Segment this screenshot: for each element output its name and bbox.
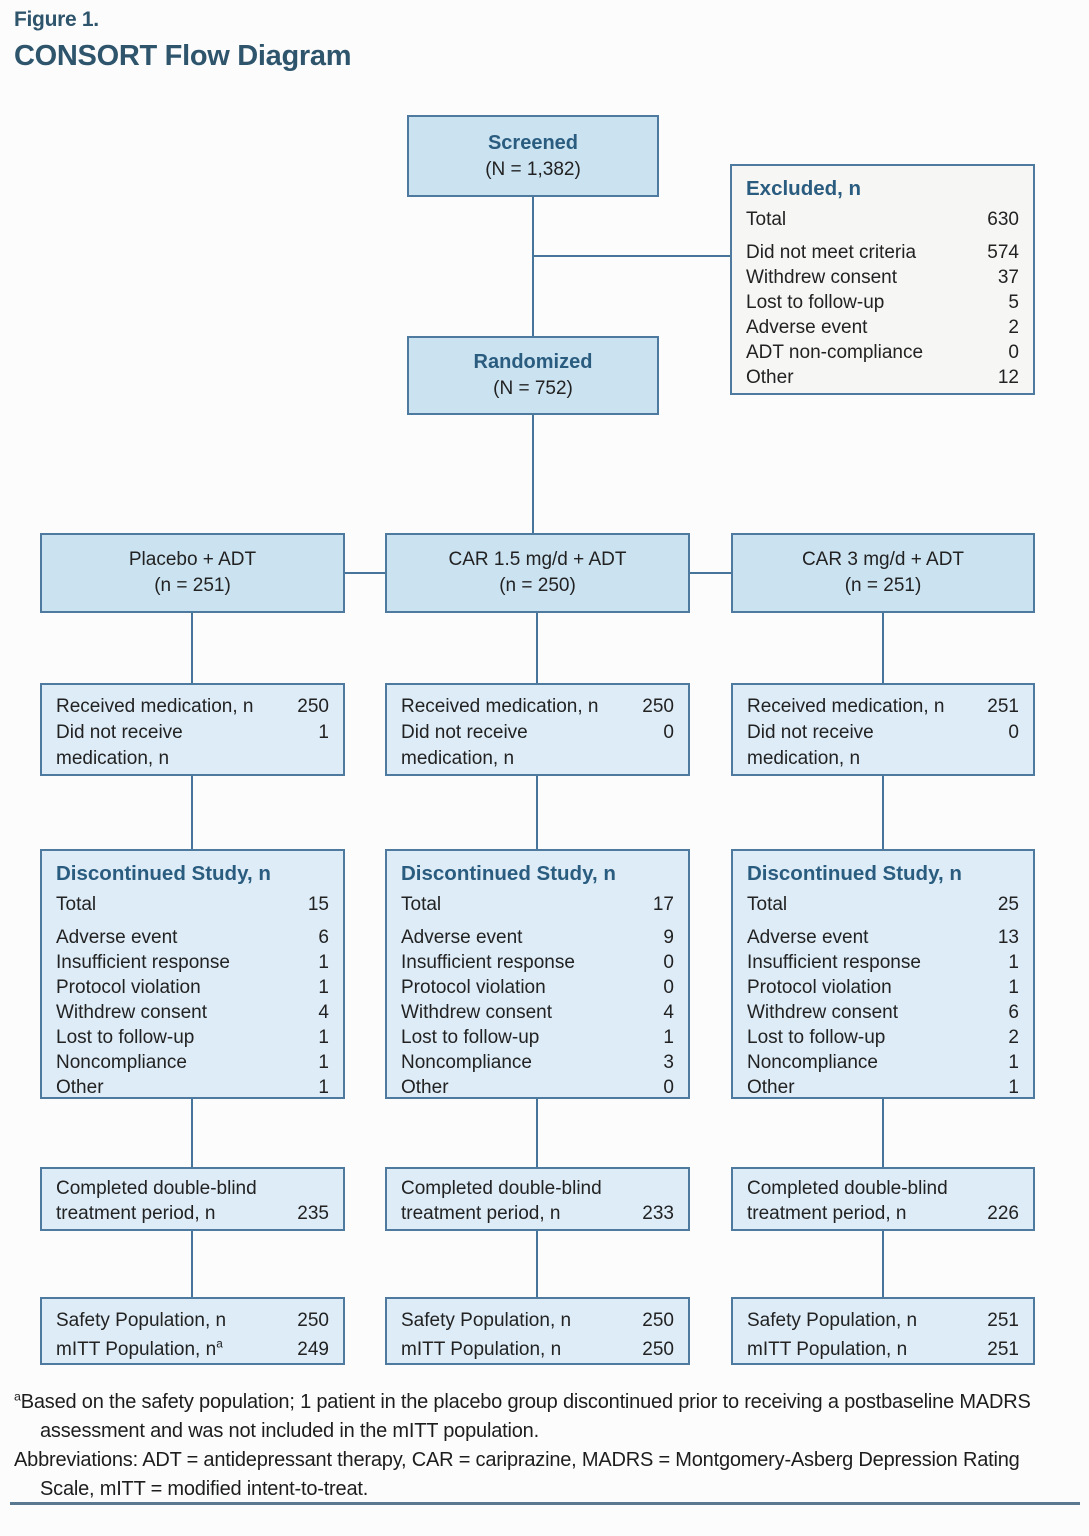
stat-row: Withdrew consent 37 bbox=[746, 267, 1019, 288]
stat-row: Noncompliance 1 bbox=[747, 1052, 1019, 1073]
stat-row: Did not receive medication, n 1 bbox=[56, 722, 329, 769]
stat-row: mITT Population, n 250 bbox=[401, 1339, 674, 1360]
connector-line bbox=[882, 1230, 884, 1298]
stat-row: Withdrew consent 4 bbox=[56, 1002, 329, 1023]
connector-line bbox=[882, 612, 884, 684]
stat-row: Adverse event 6 bbox=[56, 927, 329, 948]
population-box-car-3: Safety Population, n 251 mITT Population… bbox=[731, 1297, 1035, 1365]
connector-line bbox=[536, 612, 538, 684]
stat-row: Did not receive medication, n 0 bbox=[401, 722, 674, 769]
stat-row: Received medication, n 251 bbox=[747, 696, 1019, 717]
connector-line bbox=[191, 1098, 193, 1168]
stat-row: Safety Population, n 250 bbox=[401, 1310, 674, 1331]
stat-row: Total 630 bbox=[746, 209, 1019, 230]
stat-row: Protocol violation 1 bbox=[747, 977, 1019, 998]
stat-row: Lost to follow-up 2 bbox=[747, 1027, 1019, 1048]
stat-row: Withdrew consent 6 bbox=[747, 1002, 1019, 1023]
stat-row: Insufficient response 0 bbox=[401, 952, 674, 973]
stat-row: Safety Population, n 251 bbox=[747, 1310, 1019, 1331]
stat-row: Adverse event 13 bbox=[747, 927, 1019, 948]
stat-row: Insufficient response 1 bbox=[747, 952, 1019, 973]
received-box-placebo: Received medication, n 250 Did not recei… bbox=[40, 683, 345, 776]
discontinued-box-car-1-5: Discontinued Study, n Total 17 Adverse e… bbox=[385, 849, 690, 1099]
connector-line bbox=[532, 196, 534, 337]
stat-row: Received medication, n 250 bbox=[401, 696, 674, 717]
stat-row: Lost to follow-up 1 bbox=[56, 1027, 329, 1048]
stat-row: Completed double-blind bbox=[401, 1178, 602, 1199]
connector-line bbox=[536, 1230, 538, 1298]
randomized-box: Randomized (N = 752) bbox=[407, 336, 659, 415]
stat-row: mITT Population, na 249 bbox=[56, 1337, 329, 1360]
page-title: CONSORT Flow Diagram bbox=[14, 40, 352, 72]
stat-row: treatment period, n 233 bbox=[401, 1203, 674, 1224]
arm-box-car-3: CAR 3 mg/d + ADT (n = 251) bbox=[731, 533, 1035, 613]
completed-box-car-1-5: Completed double-blind treatment period,… bbox=[385, 1167, 690, 1231]
stat-row: Lost to follow-up 5 bbox=[746, 292, 1019, 313]
stat-row: Protocol violation 1 bbox=[56, 977, 329, 998]
completed-box-car-3: Completed double-blind treatment period,… bbox=[731, 1167, 1035, 1231]
connector-line bbox=[191, 775, 193, 850]
screened-box: Screened (N = 1,382) bbox=[407, 115, 659, 197]
stat-row: Total 15 bbox=[56, 894, 329, 915]
screened-n: (N = 1,382) bbox=[485, 158, 581, 180]
stat-row: Other 1 bbox=[747, 1077, 1019, 1098]
footnote-abbreviations: Abbreviations: ADT = antidepressant ther… bbox=[14, 1449, 1020, 1500]
stat-row: Did not meet criteria 574 bbox=[746, 242, 1019, 263]
stat-row: Noncompliance 1 bbox=[56, 1052, 329, 1073]
bottom-divider bbox=[10, 1502, 1080, 1505]
screened-title: Screened bbox=[487, 131, 579, 154]
received-box-car-1-5: Received medication, n 250 Did not recei… bbox=[385, 683, 690, 776]
stat-row: ADT non-compliance 0 bbox=[746, 342, 1019, 363]
stat-row: Adverse event 9 bbox=[401, 927, 674, 948]
stat-row: Completed double-blind bbox=[56, 1178, 257, 1199]
connector-line bbox=[191, 1230, 193, 1298]
randomized-n: (N = 752) bbox=[493, 378, 573, 399]
connector-line bbox=[882, 775, 884, 850]
connector-line bbox=[882, 1098, 884, 1168]
stat-row: Adverse event 2 bbox=[746, 317, 1019, 338]
stat-row: mITT Population, n 251 bbox=[747, 1339, 1019, 1360]
population-box-placebo: Safety Population, n 250 mITT Population… bbox=[40, 1297, 345, 1365]
connector-line bbox=[532, 414, 534, 534]
figure-label: Figure 1. bbox=[14, 8, 99, 31]
connector-line bbox=[533, 255, 730, 257]
connector-line bbox=[536, 775, 538, 850]
excluded-box: Excluded, n Total 630 Did not meet crite… bbox=[730, 164, 1035, 395]
connector-line bbox=[690, 572, 731, 574]
connector-line bbox=[536, 1098, 538, 1168]
stat-row: Received medication, n 250 bbox=[56, 696, 329, 717]
completed-box-placebo: Completed double-blind treatment period,… bbox=[40, 1167, 345, 1231]
stat-row: treatment period, n 226 bbox=[747, 1203, 1019, 1224]
stat-row: Protocol violation 0 bbox=[401, 977, 674, 998]
received-box-car-3: Received medication, n 251 Did not recei… bbox=[731, 683, 1035, 776]
arm-box-placebo: Placebo + ADT (n = 251) bbox=[40, 533, 345, 613]
stat-row: Other 12 bbox=[746, 367, 1019, 388]
excluded-title: Excluded, n bbox=[746, 177, 862, 200]
discontinued-box-placebo: Discontinued Study, n Total 15 Adverse e… bbox=[40, 849, 345, 1099]
stat-row: Total 17 bbox=[401, 894, 674, 915]
stat-row: Insufficient response 1 bbox=[56, 952, 329, 973]
connector-line bbox=[345, 572, 385, 574]
stat-row: Other 0 bbox=[401, 1077, 674, 1098]
stat-row: Other 1 bbox=[56, 1077, 329, 1098]
stat-row: Noncompliance 3 bbox=[401, 1052, 674, 1073]
stat-row: Did not receive medication, n 0 bbox=[747, 722, 1019, 769]
stat-row: Completed double-blind bbox=[747, 1178, 948, 1199]
randomized-title: Randomized bbox=[473, 351, 593, 373]
arm-box-car-1-5: CAR 1.5 mg/d + ADT (n = 250) bbox=[385, 533, 690, 613]
footnote-a: aBased on the safety population; 1 patie… bbox=[14, 1389, 1031, 1442]
footnotes: aBased on the safety population; 1 patie… bbox=[14, 1388, 1070, 1504]
population-box-car-1-5: Safety Population, n 250 mITT Population… bbox=[385, 1297, 690, 1365]
discontinued-box-car-3: Discontinued Study, n Total 25 Adverse e… bbox=[731, 849, 1035, 1099]
stat-row: Safety Population, n 250 bbox=[56, 1310, 329, 1331]
stat-row: Withdrew consent 4 bbox=[401, 1002, 674, 1023]
connector-line bbox=[191, 612, 193, 684]
stat-row: Lost to follow-up 1 bbox=[401, 1027, 674, 1048]
stat-row: Total 25 bbox=[747, 894, 1019, 915]
stat-row: treatment period, n 235 bbox=[56, 1203, 329, 1224]
